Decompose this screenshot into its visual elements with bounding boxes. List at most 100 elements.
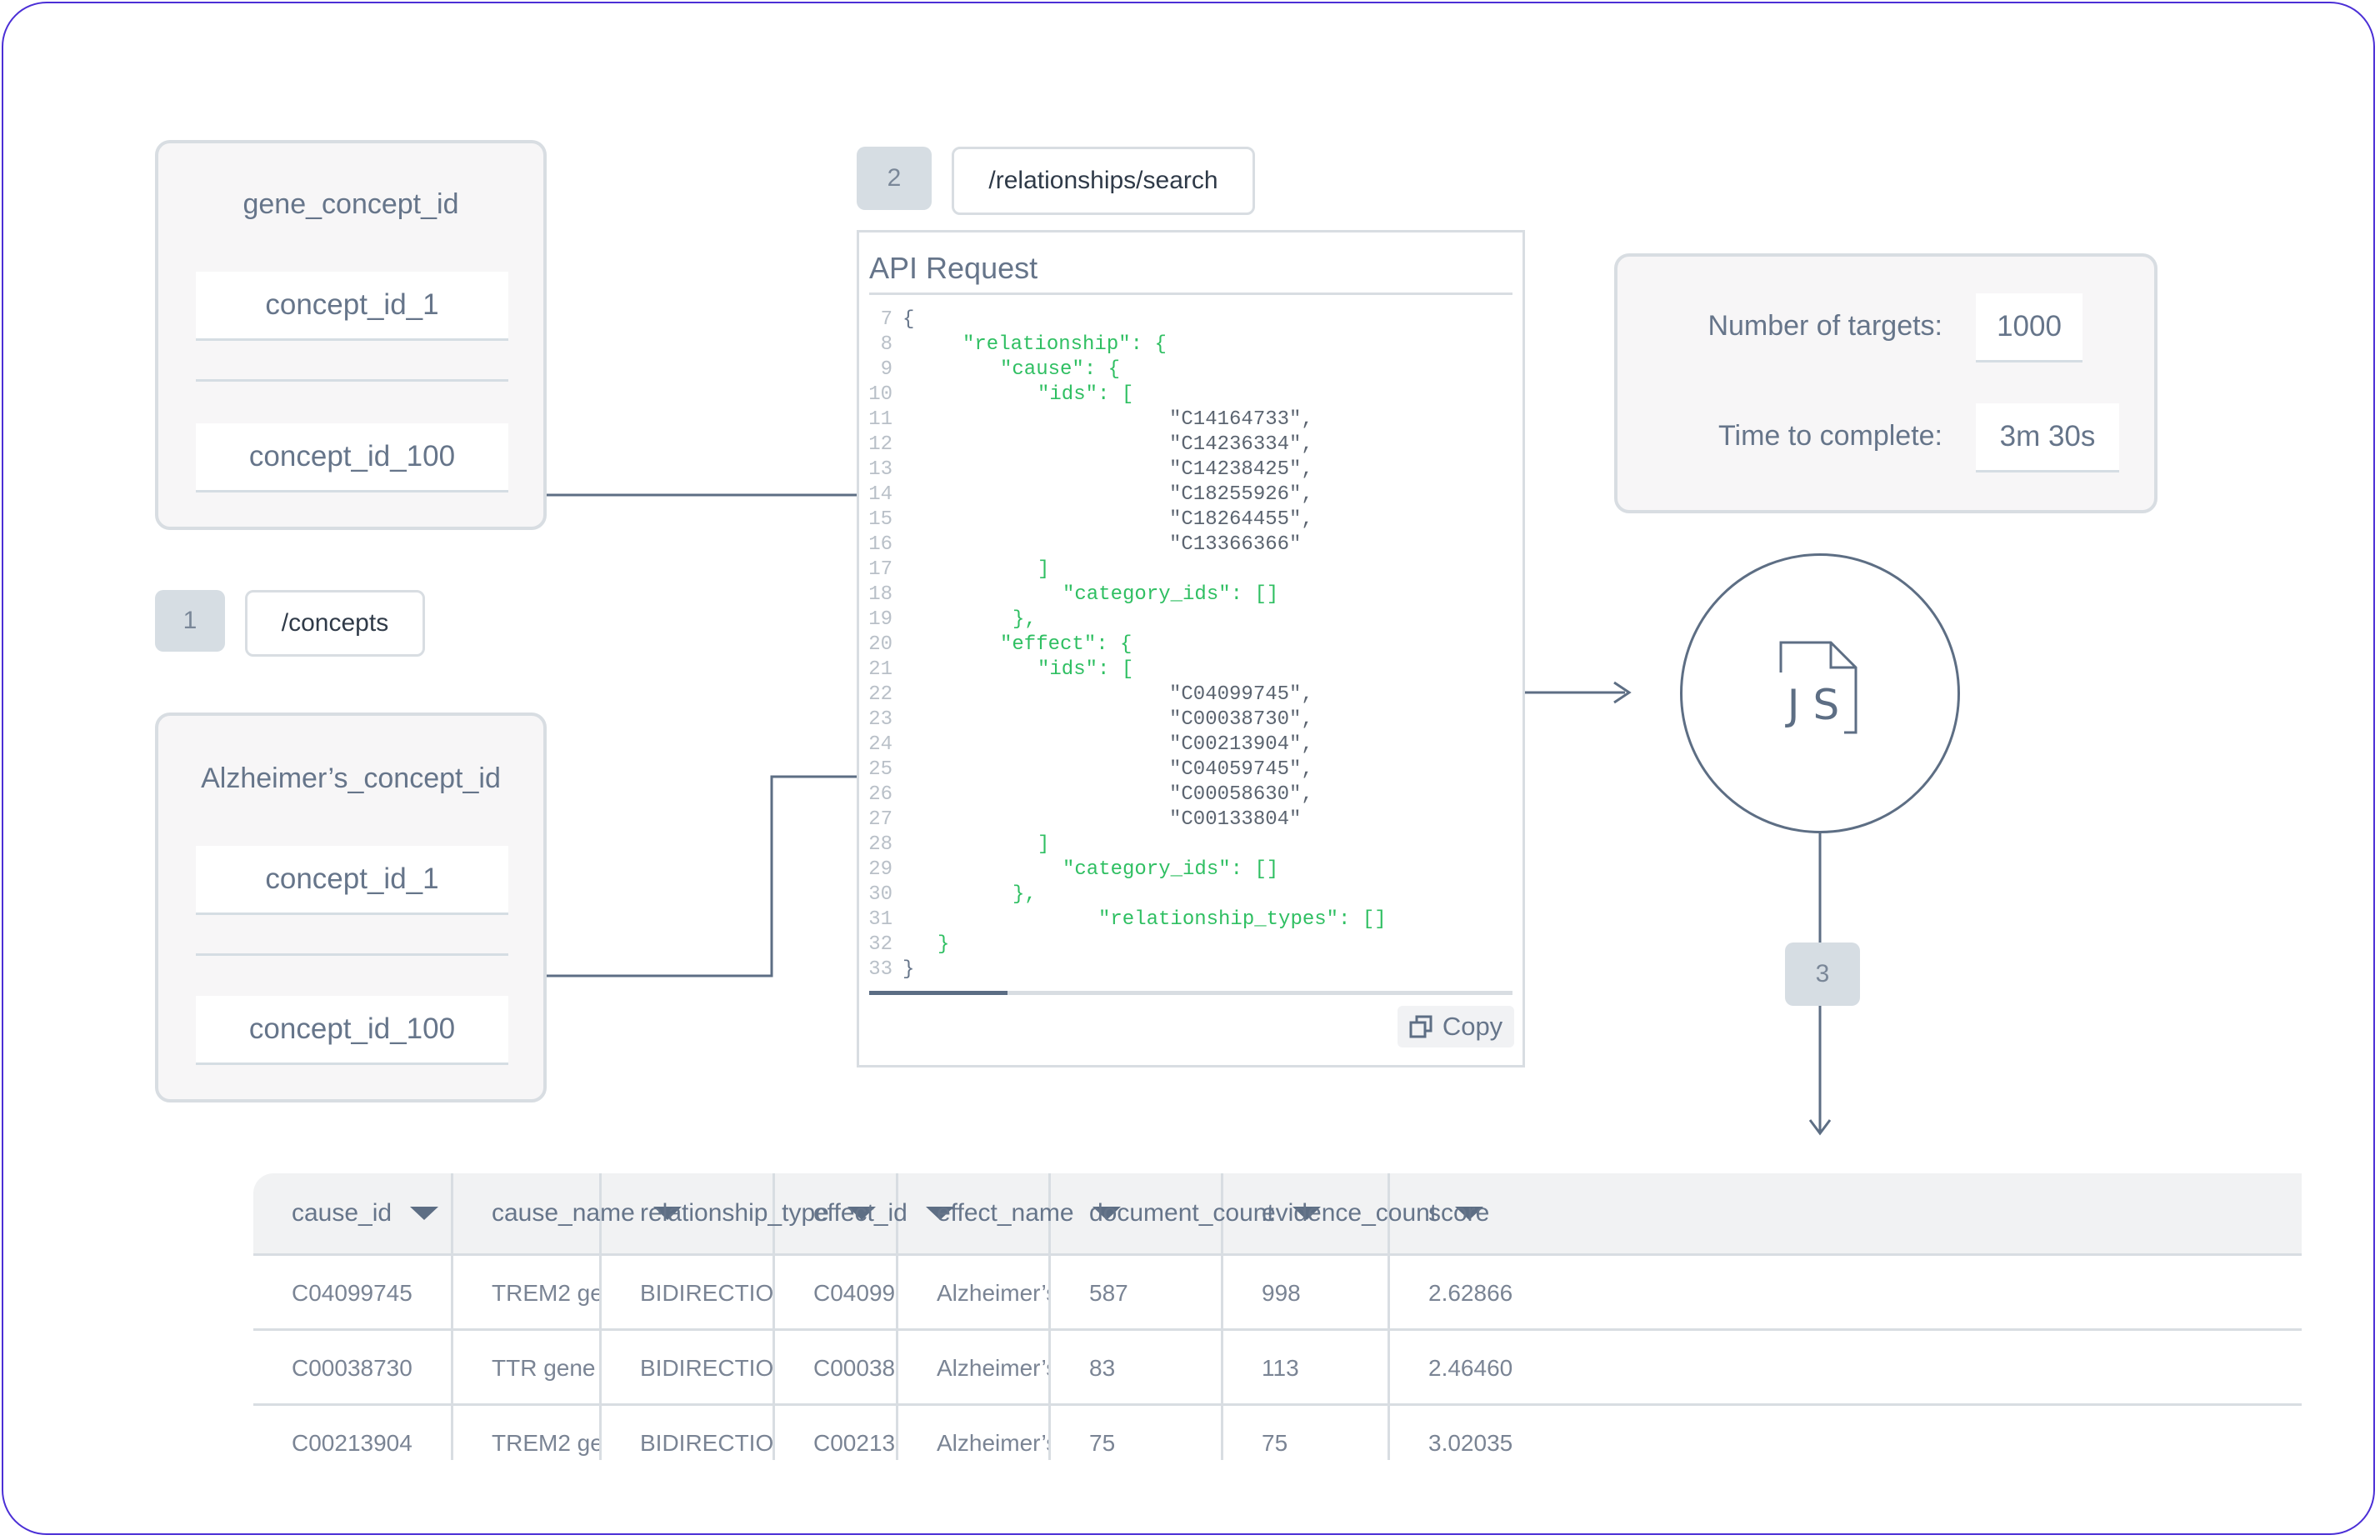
line-number: 17 (868, 558, 892, 581)
sort-caret-icon[interactable] (652, 1207, 682, 1220)
gene-field-last[interactable]: concept_id_100 (196, 423, 508, 492)
column-header-effect-id[interactable]: effect_id (775, 1173, 954, 1253)
line-number: 28 (868, 833, 892, 856)
code-text: "cause": { (1000, 358, 1121, 381)
code-text: "C00058630", (1169, 783, 1313, 806)
column-header-label: document_count (1089, 1199, 1274, 1227)
column-header-document-count[interactable]: document_count (1051, 1173, 1321, 1253)
table-cell: C00038730 (253, 1331, 453, 1406)
code-text: } (902, 958, 915, 981)
table-cell: BIDIRECTIONAL (602, 1331, 775, 1406)
js-script-node: JS (1680, 553, 1960, 833)
column-header-relationship-type[interactable]: relationship_type (602, 1173, 876, 1253)
alz-field-last[interactable]: concept_id_100 (196, 996, 508, 1065)
gene-field-separator (196, 379, 508, 382)
line-number: 12 (868, 433, 892, 456)
code-text: "C14236334", (1169, 433, 1313, 456)
line-number: 22 (868, 683, 892, 706)
line-number: 26 (868, 783, 892, 806)
column-header-label: score (1428, 1199, 1490, 1227)
code-text: { (902, 308, 915, 331)
sort-caret-icon[interactable] (410, 1207, 439, 1220)
table-cell: 587 (1051, 1256, 1223, 1331)
line-number: 9 (880, 358, 892, 381)
sort-caret-icon[interactable] (1092, 1207, 1121, 1220)
column-header-score[interactable]: score (1390, 1173, 1640, 1253)
copy-button[interactable]: Copy (1398, 1006, 1514, 1048)
gene-concept-panel: gene_concept_id concept_id_1 concept_id_… (155, 140, 547, 530)
table-cell: 2.46460 (1428, 1355, 1513, 1381)
concepts-endpoint: /concepts (245, 590, 425, 657)
line-number: 8 (880, 333, 892, 356)
sort-caret-icon[interactable] (1455, 1207, 1484, 1220)
table-cell: TTR gene (453, 1331, 602, 1406)
line-number: 16 (868, 533, 892, 556)
table-cell: 113 (1223, 1331, 1390, 1406)
code-text: ] (1038, 558, 1050, 581)
arrowhead-down (1808, 1119, 1832, 1136)
table-cell: C00038730 (775, 1331, 898, 1406)
line-number: 14 (868, 483, 892, 506)
scrollbar-thumb[interactable] (869, 991, 1008, 995)
step-3-badge: 3 (1785, 942, 1860, 1006)
sort-caret-icon[interactable] (925, 1207, 954, 1220)
code-text: }, (1012, 608, 1037, 631)
code-text: "category_ids": [] (1062, 583, 1279, 606)
code-text: "C13366366" (1169, 533, 1302, 556)
code-text: } (938, 933, 950, 956)
line-number: 20 (868, 633, 892, 656)
line-number: 27 (868, 808, 892, 831)
js-file-icon (1779, 641, 1858, 734)
table-cell: BIDIRECTIONAL (602, 1256, 775, 1331)
alz-field-separator (196, 953, 508, 956)
table-cell: C00213904 (775, 1406, 898, 1460)
column-header-label: evidence_count (1262, 1199, 1438, 1227)
column-header-effect-name[interactable]: effect_name (898, 1173, 1121, 1253)
sort-caret-icon[interactable] (847, 1207, 876, 1220)
table-cell: Alzheimer’s Disease (898, 1256, 1051, 1331)
column-header-cause-name[interactable]: cause_name (453, 1173, 682, 1253)
step-1-badge: 1 (155, 590, 225, 652)
copy-icon (1409, 1015, 1432, 1038)
column-header-evidence-count[interactable]: evidence_count (1223, 1173, 1484, 1253)
table-cell: C00213904 (253, 1406, 453, 1460)
code-text: "C18264455", (1169, 508, 1313, 531)
api-title-divider (869, 292, 1512, 295)
arrowhead-right (1613, 681, 1632, 704)
api-request-panel: API Request 7{8"relationship": {9"cause"… (857, 230, 1525, 1068)
gene-field-first[interactable]: concept_id_1 (196, 272, 508, 341)
table-cell: Alzheimer’s Disease (898, 1406, 1051, 1460)
column-header-label: effect_id (813, 1199, 908, 1227)
column-header-cause-id[interactable]: cause_id (253, 1173, 453, 1253)
line-number: 15 (868, 508, 892, 531)
table-cell: TREM2 gene (453, 1406, 602, 1460)
code-text: "C04099745", (1169, 683, 1313, 706)
table-cell: 83 (1051, 1331, 1223, 1406)
code-text: ] (1038, 833, 1050, 856)
sort-caret-icon[interactable] (1292, 1207, 1321, 1220)
horizontal-scrollbar[interactable] (869, 991, 1512, 995)
table-cell: 998 (1223, 1256, 1390, 1331)
table-cell: TREM2 gene (453, 1256, 602, 1331)
table-cell: C04099745 (775, 1256, 898, 1331)
code-text: "ids": [ (1038, 383, 1134, 406)
line-number: 33 (868, 958, 892, 981)
code-text: }, (1012, 883, 1037, 906)
alz-field-first[interactable]: concept_id_1 (196, 846, 508, 915)
code-text: "category_ids": [] (1062, 858, 1279, 881)
code-text: "C00038730", (1169, 708, 1313, 731)
api-request-title: API Request (869, 251, 1038, 285)
line-number: 21 (868, 658, 892, 681)
js-label: JS (1787, 681, 1853, 729)
table-cell: Alzheimer’s Disease (898, 1331, 1051, 1406)
targets-value: 1000 (1976, 293, 2082, 362)
time-value: 3m 30s (1976, 403, 2119, 472)
code-text: "ids": [ (1038, 658, 1134, 681)
code-text: "relationship_types": [] (1098, 908, 1387, 931)
code-text: "relationship": { (962, 333, 1167, 356)
line-number: 13 (868, 458, 892, 481)
